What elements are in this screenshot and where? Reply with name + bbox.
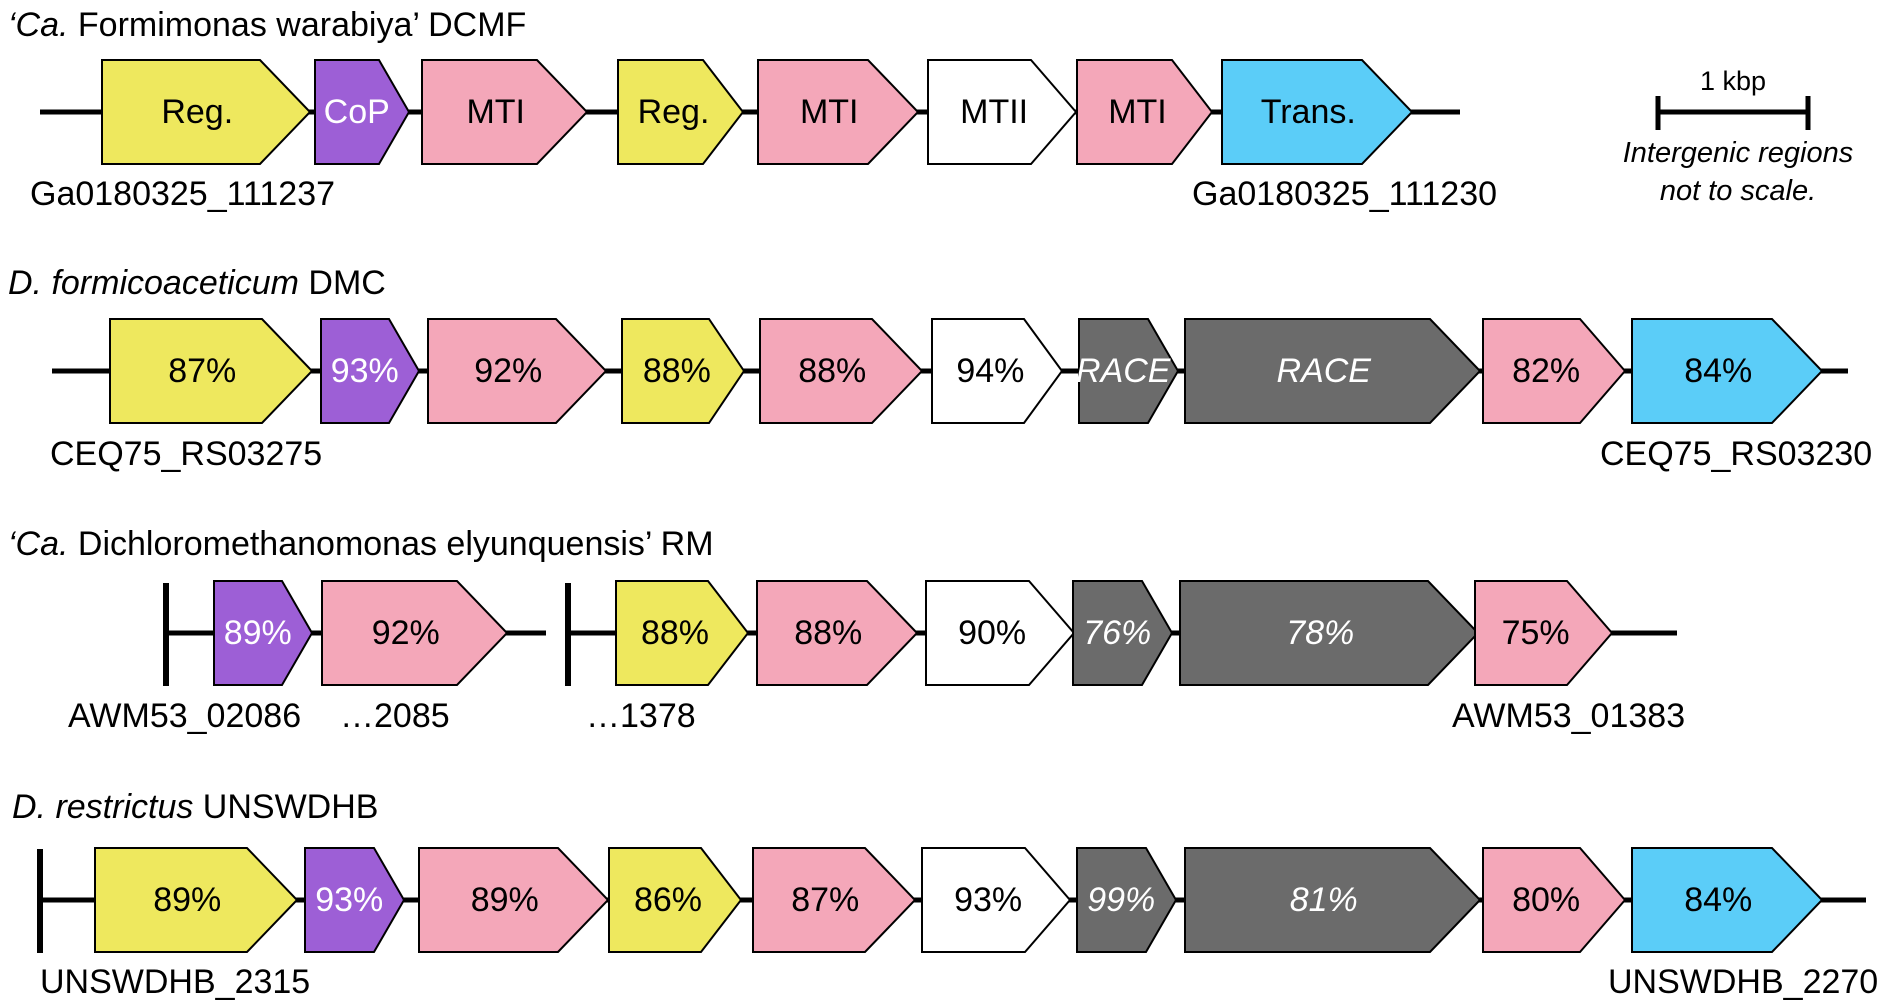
gene-label: 76%: [1083, 614, 1151, 652]
gene-arrow-mti: [427, 318, 608, 424]
gene-label: 99%: [1087, 881, 1155, 919]
cluster-3-locus-mid2: …1378: [586, 697, 696, 735]
gene-label: 88%: [641, 614, 709, 652]
cluster-1-locus-right: Ga0180325_111230: [1192, 175, 1497, 213]
gene-arrow-cop: [320, 318, 421, 424]
gene-arrow-race: [1072, 580, 1174, 686]
cluster-3-title: ‘Ca. Dichloromethanomonas elyunquensis’ …: [8, 525, 714, 563]
gene-arrow-reg: [615, 580, 750, 686]
gene-arrow-mti: [1474, 580, 1614, 686]
cluster-4-genes: 89% 93% 89% 86% 87% 93% 99% 81% 80% 84%: [94, 847, 1824, 953]
gene-label: 78%: [1286, 614, 1354, 652]
cluster-2-locus-left: CEQ75_RS03275: [50, 435, 322, 473]
gene-label: 88%: [794, 614, 862, 652]
cluster-1-locus-left: Ga0180325_111237: [30, 175, 335, 213]
gene-arrow-mti: [421, 59, 589, 165]
gene-label: 90%: [958, 614, 1026, 652]
gene-arrow-cop: [304, 847, 406, 953]
gene-arrow-mti: [321, 580, 509, 686]
cluster-4-title: D. restrictus UNSWDHB: [12, 788, 378, 826]
gene-arrow-race: [1076, 847, 1178, 953]
gene-label: CoP: [324, 93, 390, 131]
gene-label: MTI: [1108, 93, 1167, 131]
gene-label: Reg.: [161, 93, 233, 131]
gene-arrow-mtii: [925, 580, 1076, 686]
scale-note-line1: Intergenic regions: [1623, 137, 1854, 169]
gene-arrow-mti: [757, 59, 920, 165]
gene-arrow-mti: [759, 318, 924, 424]
scale-note-line2: not to scale.: [1660, 175, 1816, 207]
cluster-4-locus-left: UNSWDHB_2315: [40, 963, 310, 1001]
gene-label: 93%: [315, 881, 383, 919]
gene-label: 80%: [1512, 881, 1580, 919]
cluster-3-genes: 89% 92% 88% 88% 90% 76% 78% 75%: [213, 580, 1614, 686]
gene-arrow-mti: [418, 847, 610, 953]
gene-arrow-mtii: [931, 318, 1064, 424]
gene-arrow-cop: [314, 59, 411, 165]
cluster-1-title: ‘Ca. Formimonas warabiya’ DCMF: [8, 6, 526, 44]
gene-arrow-mti: [1076, 59, 1214, 165]
cluster-3-locus-right: AWM53_01383: [1452, 697, 1685, 735]
gene-label: RACE: [1076, 352, 1171, 390]
gene-label: Trans.: [1261, 93, 1356, 131]
gene-label: 93%: [954, 881, 1022, 919]
gene-label: MTI: [800, 93, 859, 131]
gene-arrow-race: [1184, 847, 1482, 953]
cluster-4: D. restrictus UNSWDHB 89% 93% 89% 86% 87% 93%…: [12, 788, 1878, 1001]
scale-bar-label: 1 kbp: [1700, 66, 1766, 96]
cluster-1: ‘Ca. Formimonas warabiya’ DCMF Reg. CoP MT…: [8, 6, 1497, 213]
gene-label: 93%: [331, 352, 399, 390]
gene-arrow-race: [1179, 580, 1480, 686]
gene-label: 89%: [153, 881, 221, 919]
gene-arrow-reg: [101, 59, 312, 165]
gene-arrow-race: [1078, 318, 1180, 424]
gene-arrow-reg: [617, 59, 745, 165]
gene-label: MTII: [960, 93, 1028, 131]
gene-label: 89%: [471, 881, 539, 919]
gene-arrow-reg: [109, 318, 314, 424]
gene-label: 82%: [1512, 352, 1580, 390]
gene-label: 84%: [1684, 352, 1752, 390]
gene-arrow-cop: [213, 580, 314, 686]
gene-arrow-trans: [1631, 847, 1824, 953]
gene-label: 94%: [956, 352, 1024, 390]
gene-label: 89%: [224, 614, 292, 652]
gene-label: 88%: [798, 352, 866, 390]
cluster-2-genes: 87% 93% 92% 88% 88% 94% RACE RACE 82% 84%: [109, 318, 1824, 424]
cluster-2: D. formicoaceticum DMC 87% 93% 92% 88% 88% 94…: [8, 264, 1872, 473]
gene-arrow-trans: [1631, 318, 1824, 424]
scale-bar: 1 kbp Intergenic regions not to scale.: [1623, 66, 1854, 207]
gene-arrow-mtii: [921, 847, 1072, 953]
gene-label: 88%: [643, 352, 711, 390]
gene-arrow-reg: [608, 847, 743, 953]
gene-arrow-reg: [94, 847, 299, 953]
gene-label: MTI: [466, 93, 525, 131]
cluster-1-genes: Reg. CoP MTI Reg. MTI MTII MTI Trans.: [101, 59, 1414, 165]
gene-arrow-mti: [1482, 318, 1627, 424]
cluster-3-locus-mid1: …2085: [340, 697, 450, 735]
gene-label: 92%: [372, 614, 440, 652]
gene-label: 84%: [1684, 881, 1752, 919]
gene-label: RACE: [1277, 352, 1372, 390]
gene-label: 81%: [1290, 881, 1358, 919]
gene-label: 75%: [1502, 614, 1570, 652]
gene-arrow-mti: [756, 580, 919, 686]
cluster-2-locus-right: CEQ75_RS03230: [1600, 435, 1872, 473]
gene-label: 87%: [168, 352, 236, 390]
cluster-2-title: D. formicoaceticum DMC: [8, 264, 386, 302]
gene-arrow-race: [1184, 318, 1482, 424]
cluster-4-locus-right: UNSWDHB_2270: [1608, 963, 1878, 1001]
gene-arrow-reg: [621, 318, 746, 424]
gene-arrow-trans: [1221, 59, 1414, 165]
gene-arrow-mtii: [927, 59, 1078, 165]
gene-label: Reg.: [638, 93, 710, 131]
gene-arrow-mti: [752, 847, 917, 953]
cluster-3-locus-left: AWM53_02086: [68, 697, 301, 735]
gene-label: 86%: [634, 881, 702, 919]
gene-arrow-mti: [1482, 847, 1627, 953]
cluster-3: ‘Ca. Dichloromethanomonas elyunquensis’ …: [8, 525, 1685, 735]
gene-label: 87%: [791, 881, 859, 919]
gene-label: 92%: [474, 352, 542, 390]
